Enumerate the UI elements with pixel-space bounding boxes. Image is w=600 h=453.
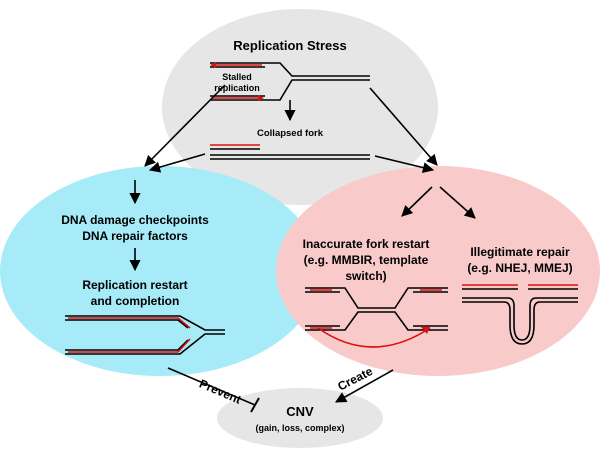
- stalled-arrowhead-bottom: [258, 95, 264, 101]
- prevention-ellipse: [0, 166, 320, 376]
- arrow-top-to-right: [369, 87, 438, 166]
- illegitimate-repair-line2: (e.g. NHEJ, MMEJ): [467, 261, 572, 275]
- arrow-collapsed-to-right: [374, 155, 435, 174]
- inaccurate-restart-line3: switch): [345, 269, 386, 283]
- stalled-arrowhead-top: [210, 62, 216, 68]
- replication-stress-ellipse: [162, 9, 438, 205]
- prevent-label: Prevent: [197, 377, 243, 407]
- stalled-fork-schematic: [210, 62, 370, 101]
- arrow-collapsed-to-left: [148, 153, 206, 173]
- stalled-label-line1: Stalled: [222, 72, 252, 82]
- collapsed-fork-schematic: [210, 144, 370, 160]
- replication-stress-title: Replication Stress: [233, 38, 346, 53]
- completed-replication-schematic: [65, 315, 225, 355]
- cnv-title: CNV: [286, 404, 314, 419]
- create-arrow: [335, 369, 394, 403]
- restart-label-line2: and completion: [91, 294, 180, 308]
- collapsed-fork-label: Collapsed fork: [257, 128, 324, 139]
- cnv-subtitle: (gain, loss, complex): [255, 423, 344, 433]
- checkpoints-label: DNA damage checkpoints: [61, 213, 209, 227]
- nhej-loop-schematic: [462, 284, 578, 345]
- stalled-label-line2: replication: [214, 83, 260, 93]
- repair-factors-label: DNA repair factors: [82, 229, 188, 243]
- illegitimate-repair-line1: Illegitimate repair: [470, 245, 570, 259]
- arrow-top-to-left: [144, 84, 226, 167]
- restart-label-line1: Replication restart: [82, 278, 187, 292]
- arrow-right-split-left: [401, 186, 433, 217]
- create-label: Create: [335, 364, 375, 394]
- cnv-ellipse: [217, 388, 383, 448]
- template-switch-arrowhead: [421, 327, 430, 334]
- template-switch-schematic: [305, 287, 448, 348]
- inaccurate-restart-line2: (e.g. MMBIR, template: [304, 253, 429, 267]
- prevent-inhibition-line: [167, 367, 256, 406]
- cnv-creation-ellipse: [276, 166, 600, 376]
- arrow-right-split-right: [439, 186, 476, 219]
- prevent-inhibition-bar: [250, 397, 260, 413]
- inaccurate-restart-line1: Inaccurate fork restart: [303, 237, 430, 251]
